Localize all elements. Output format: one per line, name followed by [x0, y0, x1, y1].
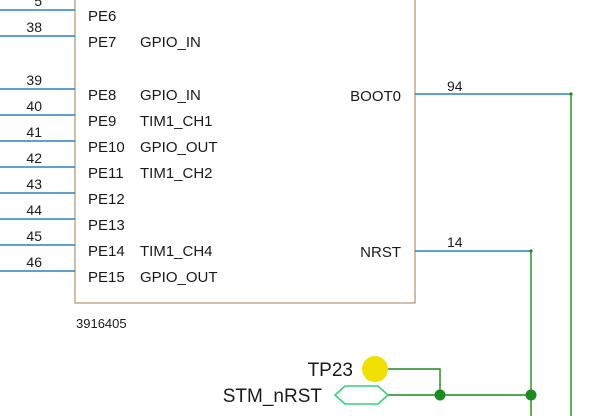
junction-dot	[569, 92, 573, 96]
pin-name: NRST	[360, 244, 401, 261]
pin-number: 94	[447, 78, 463, 94]
junction-dot	[525, 389, 537, 401]
pin-number: 5	[34, 0, 42, 9]
pin-name: BOOT0	[350, 88, 401, 105]
pin-function: GPIO_IN	[140, 34, 201, 51]
pin-function: GPIO_OUT	[140, 269, 218, 286]
pin-function: GPIO_OUT	[140, 139, 218, 156]
pin-number: 44	[26, 202, 42, 218]
pin-name: PE6	[88, 8, 116, 25]
test-point-marker[interactable]	[362, 356, 388, 382]
pin-name: PE7	[88, 34, 116, 51]
wires	[386, 94, 572, 416]
pin-name: PE11	[88, 165, 124, 182]
junction-dot	[434, 389, 446, 401]
chip-body	[74, 0, 416, 304]
pin-boot0[interactable]: 94 BOOT0	[350, 78, 571, 105]
pin-function: TIM1_CH1	[140, 113, 213, 130]
net-label: STM_nRST	[223, 386, 323, 407]
pin-nrst[interactable]: 14 NRST	[360, 234, 531, 261]
pin-function: GPIO_IN	[140, 87, 201, 104]
pin-number: 40	[26, 98, 42, 114]
pin-name: PE13	[88, 217, 125, 234]
pin-number: 42	[26, 150, 42, 166]
pin-name: PE12	[88, 191, 125, 208]
pin-name: PE9	[88, 113, 116, 130]
pin-name: PE10	[88, 139, 125, 156]
pin-name: PE15	[88, 269, 125, 286]
pin-number: 41	[26, 124, 42, 140]
pin-function: TIM1_CH2	[140, 165, 213, 182]
pin-name: PE14	[88, 243, 125, 260]
pin-number: 43	[26, 176, 42, 192]
junction-dot	[529, 249, 533, 253]
pin-number: 46	[26, 254, 42, 270]
pin-function: TIM1_CH4	[140, 243, 213, 260]
part-number: 3916405	[76, 316, 127, 331]
pin-number: 39	[26, 72, 42, 88]
pin-number: 38	[26, 19, 42, 35]
net-label-flag[interactable]	[333, 385, 390, 405]
pin-number: 14	[447, 234, 463, 250]
pin-name: PE8	[88, 87, 116, 104]
wire-tp23[interactable]	[388, 368, 441, 395]
test-point-label: TP23	[308, 360, 353, 381]
pin-number: 45	[26, 228, 42, 244]
